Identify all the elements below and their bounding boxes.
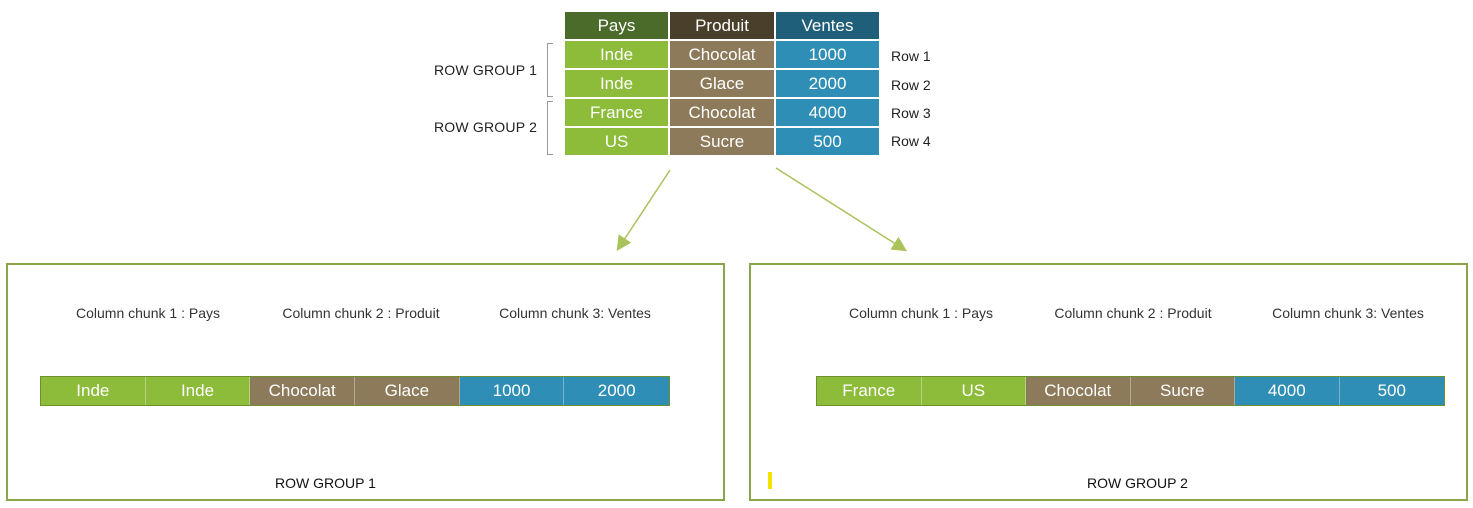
header-pays: Pays — [564, 11, 669, 40]
list-item: 500 — [1339, 377, 1444, 405]
list-item: Chocolat — [1026, 377, 1131, 405]
table-cell: 500 — [775, 127, 880, 156]
list-item: Inde — [145, 377, 251, 405]
table-cell: 2000 — [775, 69, 880, 98]
table-cell: Chocolat — [669, 98, 775, 127]
header-produit: Produit — [669, 11, 775, 40]
arrow-to-row-group-1 — [616, 169, 671, 252]
table-cell: US — [564, 127, 669, 156]
row-label-2: Row 2 — [891, 77, 931, 93]
row-group-2-column-strip: France US Chocolat Sucre 4000 500 — [816, 376, 1445, 406]
list-item: Chocolat — [250, 377, 356, 405]
table-cell: Glace — [669, 69, 775, 98]
source-table: Pays Produit Ventes Inde Chocolat 1000 I… — [564, 11, 880, 156]
table-cell: Inde — [564, 40, 669, 69]
list-item: France — [817, 377, 922, 405]
chunk-label-ventes: Column chunk 3: Ventes — [499, 305, 651, 321]
cursor-marker — [768, 472, 772, 489]
row-group-1-title: ROW GROUP 1 — [275, 475, 376, 491]
list-item: Glace — [355, 377, 460, 405]
table-cell: Inde — [564, 69, 669, 98]
list-item: 2000 — [564, 377, 670, 405]
row-label-1: Row 1 — [891, 48, 931, 64]
chunk-label-pays: Column chunk 1 : Pays — [849, 305, 993, 321]
chunk-label-produit: Column chunk 2 : Produit — [282, 305, 440, 321]
row-group-1-column-strip: Inde Inde Chocolat Glace 1000 2000 — [40, 376, 670, 406]
row-label-4: Row 4 — [891, 133, 931, 149]
table-cell: 1000 — [775, 40, 880, 69]
table-cell: France — [564, 98, 669, 127]
table-cell: Sucre — [669, 127, 775, 156]
row-group-1-label: ROW GROUP 1 — [434, 62, 538, 78]
list-item: Sucre — [1130, 377, 1235, 405]
header-ventes: Ventes — [775, 11, 880, 40]
arrow-to-row-group-2 — [775, 167, 908, 252]
row-label-3: Row 3 — [891, 105, 931, 121]
row-group-2-label: ROW GROUP 2 — [434, 119, 538, 135]
chunk-label-produit: Column chunk 2 : Produit — [1054, 305, 1212, 321]
table-cell: Chocolat — [669, 40, 775, 69]
table-cell: 4000 — [775, 98, 880, 127]
row-group-1-bracket — [547, 43, 553, 97]
chunk-label-ventes: Column chunk 3: Ventes — [1272, 305, 1424, 321]
list-item: Inde — [41, 377, 146, 405]
list-item: 1000 — [459, 377, 565, 405]
row-group-2-title: ROW GROUP 2 — [1087, 475, 1188, 491]
list-item: 4000 — [1235, 377, 1340, 405]
chunk-label-pays: Column chunk 1 : Pays — [76, 305, 220, 321]
list-item: US — [921, 377, 1026, 405]
row-group-2-bracket — [547, 101, 553, 155]
